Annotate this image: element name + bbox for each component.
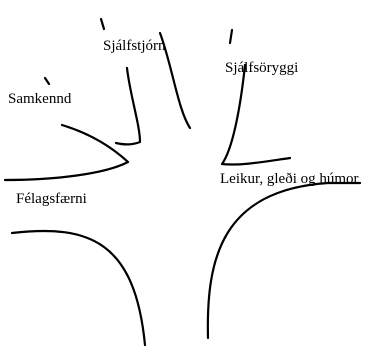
- label-samkennd: Samkennd: [8, 91, 72, 107]
- label-sjalfstjorn: Sjálfstjórn: [103, 38, 166, 54]
- label-leikur: Leikur, gleði og húmor: [220, 171, 359, 187]
- label-sjalfsoryggi: Sjálfsöryggi: [225, 60, 298, 76]
- label-felagsfaerni: Félagsfærni: [16, 191, 87, 207]
